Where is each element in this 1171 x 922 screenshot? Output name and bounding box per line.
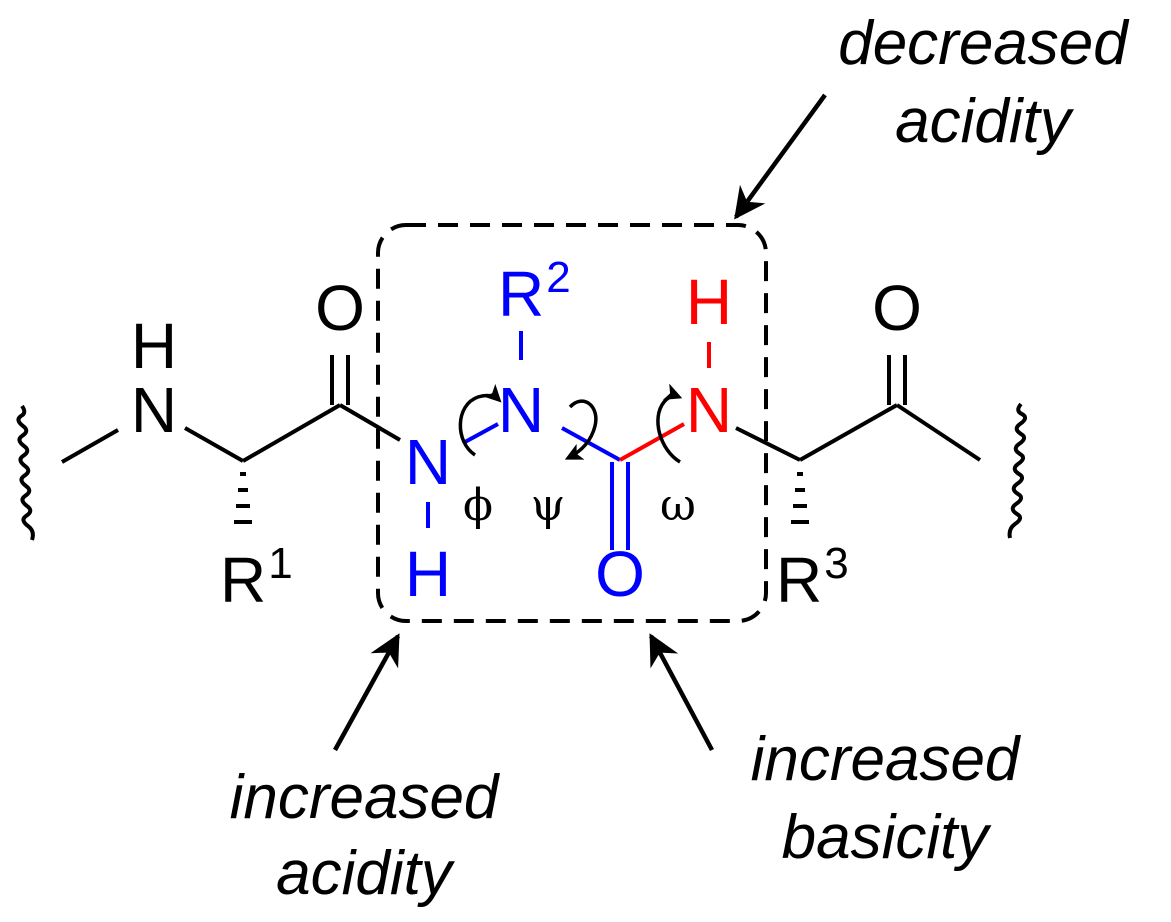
r1-label: R1 bbox=[220, 539, 293, 616]
aza-n-mid: N bbox=[498, 374, 544, 446]
increased-basicity-line2: basicity bbox=[782, 803, 993, 872]
increased-acidity-line1: increased bbox=[230, 763, 501, 832]
r3-superscript: 3 bbox=[824, 539, 848, 588]
hashed-wedge-r3 bbox=[791, 472, 809, 524]
left-amide-n: N bbox=[131, 374, 177, 446]
right-wavy-bond bbox=[1007, 402, 1027, 539]
hashed-wedge-r1 bbox=[234, 472, 252, 524]
psi-label: ψ bbox=[531, 480, 566, 531]
left-wavy-bond bbox=[16, 404, 35, 541]
annotation-arrows bbox=[333, 93, 827, 752]
aza-bonds bbox=[426, 331, 630, 550]
increased-acidity-line2: acidity bbox=[276, 839, 456, 908]
right-carbonyl-o: O bbox=[872, 272, 922, 344]
r3-base: R bbox=[776, 544, 822, 616]
omega-label: ω bbox=[660, 480, 696, 531]
r2-label: R2 bbox=[498, 253, 571, 330]
decreased-acidity-line2: acidity bbox=[895, 87, 1075, 156]
increased-basicity-line1: increased bbox=[751, 725, 1022, 794]
left-amide-h: H bbox=[131, 310, 177, 382]
left-carbonyl-o: O bbox=[315, 272, 365, 344]
urea-n: N bbox=[686, 374, 732, 446]
phi-label: ϕ bbox=[463, 480, 493, 531]
aza-h-left: H bbox=[405, 538, 451, 610]
r1-superscript: 1 bbox=[268, 539, 292, 588]
r3-label: R3 bbox=[776, 539, 849, 616]
aza-n-left: N bbox=[405, 426, 451, 498]
r2-superscript: 2 bbox=[546, 253, 570, 302]
torsion-arrows bbox=[458, 383, 683, 464]
r1-base: R bbox=[220, 544, 266, 616]
aza-carbonyl-o: O bbox=[595, 538, 645, 610]
decreased-acidity-line1: decreased bbox=[838, 9, 1130, 78]
highlight-dashed-box bbox=[376, 223, 768, 623]
urea-nh-bonds bbox=[619, 342, 711, 462]
backbone-bonds bbox=[61, 355, 982, 464]
r2-base: R bbox=[498, 258, 544, 330]
urea-h: H bbox=[686, 266, 732, 338]
